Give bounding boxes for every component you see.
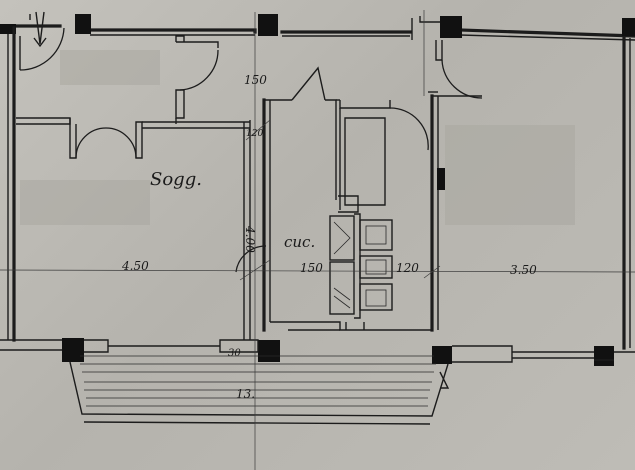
room-label-living: Sogg. <box>150 169 202 190</box>
pillar <box>432 346 452 364</box>
balcony <box>69 355 450 425</box>
pillar <box>437 168 445 190</box>
pillar <box>440 16 462 38</box>
kitchen-walls <box>262 66 445 332</box>
interior-walls-left <box>16 117 250 159</box>
cabinet <box>359 255 393 279</box>
pillar <box>594 346 614 366</box>
bedroom-door <box>411 16 483 99</box>
dimension-label: 3.50 <box>510 263 537 277</box>
kitchen-door-arc <box>291 66 326 101</box>
pillar <box>258 340 280 362</box>
kitchen-bottom-wall <box>270 321 432 331</box>
smudge <box>60 50 160 85</box>
kitchen-fixtures <box>329 195 393 319</box>
pillar <box>0 24 16 34</box>
exterior-wall-left <box>0 26 62 351</box>
dimension-label: 120 <box>246 129 263 139</box>
exterior-wall-right <box>622 36 631 350</box>
dimension-label: 120 <box>396 261 419 275</box>
dimension-label: 30 <box>228 348 241 359</box>
exterior-wall-bottom <box>84 339 635 363</box>
exterior-wall-top <box>0 24 635 41</box>
dimension-label: 4.50 <box>121 259 149 273</box>
smudge <box>20 180 150 225</box>
dimension-label: 4.00 <box>243 225 257 253</box>
pillars <box>0 14 635 366</box>
arrow-down-icon <box>35 11 45 45</box>
dimension-label: 150 <box>244 73 267 87</box>
kitchen-entry <box>235 120 267 340</box>
pillar <box>62 338 84 362</box>
smudge <box>445 125 575 225</box>
entrance-door <box>19 11 65 71</box>
living-door <box>175 35 219 119</box>
room-label-kitchen: cuc. <box>284 233 315 251</box>
dimension-label: 150 <box>300 261 323 275</box>
pillar <box>258 14 278 36</box>
dimension-label: 13. <box>236 387 255 401</box>
pillar <box>75 14 91 34</box>
pillar <box>622 18 635 36</box>
sink <box>329 215 355 261</box>
dimension-lines <box>0 10 635 470</box>
counter <box>329 261 355 315</box>
stove <box>359 219 393 251</box>
